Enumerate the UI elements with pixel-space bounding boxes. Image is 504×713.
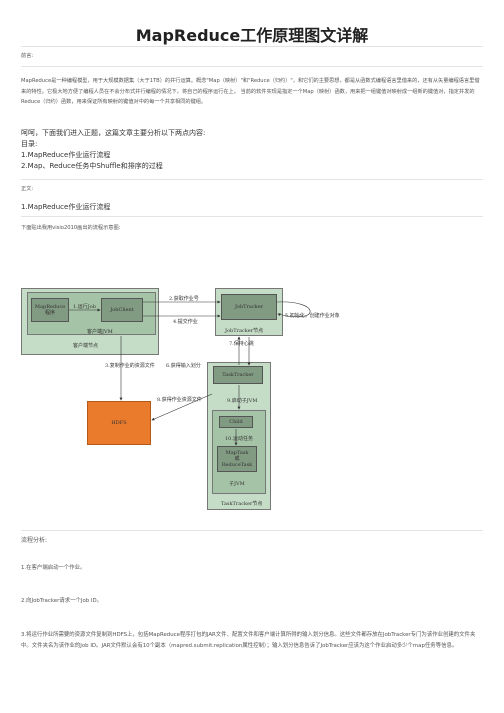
title-divider (21, 46, 483, 47)
page-title: MapReduce工作原理图文详解 (135, 26, 369, 45)
intro-paragraph: MapReduce是一种编程模型，用于大规模数据集（大于1TB）的并行运算。概念… (21, 78, 480, 105)
preface-divider (21, 66, 483, 67)
step1-label: 1.运行Job (73, 304, 96, 310)
step8-label: 8.获得作业资源文件 (157, 397, 202, 403)
step3-label: 3.复制作业的资源文件 (105, 363, 155, 369)
step2-label: 2.获取作业号 (169, 296, 199, 302)
preface-label: 前言: (21, 53, 34, 59)
section-divider (21, 216, 483, 217)
step4-label: 4.提交作业 (173, 319, 198, 325)
toc-item-1[interactable]: 1.MapReduce作业运行流程 (21, 151, 111, 159)
tasktracker-node-label: TaskTracker节点 (221, 501, 263, 507)
toc-item-2[interactable]: 2.Map、Reduce任务中Shuffle和排序的过程 (21, 162, 163, 170)
step6-label: 6.获得输入划分 (166, 363, 201, 369)
step-item-2: 2.向JobTracker请求一个Job ID。 (21, 598, 103, 604)
body-label: 正文: (21, 186, 34, 192)
flow-divider (21, 530, 483, 531)
figure-caption: 下面贴出我用visio2010画出的流程示意图: (21, 225, 121, 231)
section-title: 1.MapReduce作业运行流程 (21, 203, 111, 211)
client-node-label: 客户端节点 (73, 343, 99, 349)
step9-label: 9.启动子JVM (227, 398, 258, 404)
mapreduce-program-box: MapReduce 程序 (31, 298, 69, 322)
tasktracker-box: TaskTracker (213, 366, 263, 384)
jobclient-box: JobClient (101, 298, 143, 322)
task-box: MapTask 或 ReduceTask (217, 446, 257, 472)
hdfs-box: HDFS (87, 401, 151, 445)
jobtracker-box: JobTracker (221, 294, 277, 320)
toc-label: 目录: (21, 140, 38, 148)
flow-label: 流程分析: (21, 537, 48, 544)
step-item-1: 1.在客户端启动一个作业。 (21, 565, 86, 571)
child-box: Child (219, 416, 253, 428)
step7-label: 7.保持心跳 (229, 341, 254, 347)
lead-text: 呵呵，下面我们进入正题，这篇文章主要分析以下两点内容: (21, 129, 206, 137)
step5-label: 5.初始化，创建作业对象 (285, 313, 340, 319)
client-jvm-label: 客户端JVM (87, 329, 113, 335)
body-divider (21, 179, 483, 180)
jobtracker-node-label: JobTracker节点 (225, 328, 264, 334)
diagram-arrows (69, 300, 311, 446)
child-jvm-label: 子JVM (229, 481, 245, 487)
mapreduce-flow-diagram: MapReduce 程序 JobClient 客户端JVM 客户端节点 JobT… (21, 270, 340, 515)
step10-label: 10.运动任务 (225, 436, 253, 442)
step-item-3: 3.将运行作业所需要的资源文件复制到HDFS上，包括MapReduce程序打包的… (21, 632, 476, 649)
